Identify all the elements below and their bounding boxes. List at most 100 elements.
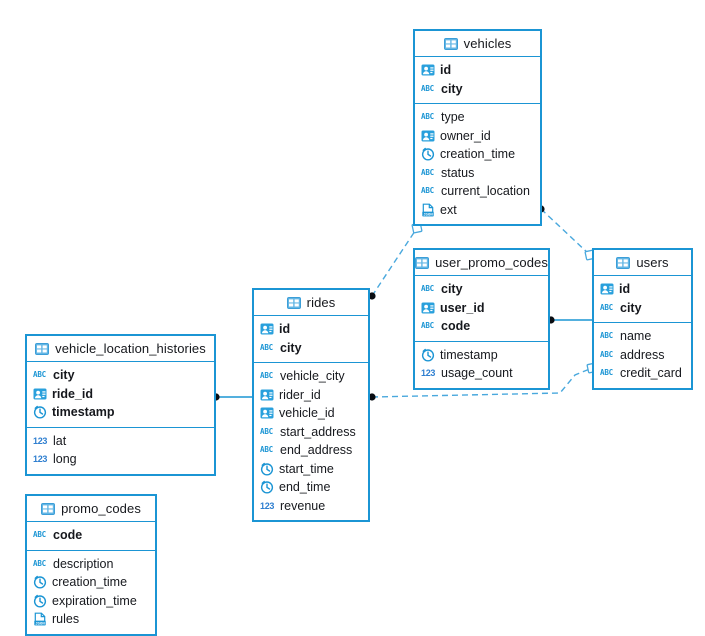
id-card-icon xyxy=(260,406,274,420)
field-name: timestamp xyxy=(440,347,498,362)
field-name: credit_card xyxy=(620,366,682,381)
abc-icon: ABC xyxy=(33,530,46,540)
field-row-promo_codes-expiration_time[interactable]: expiration_time xyxy=(27,592,155,611)
table-header-promo_codes[interactable]: promo_codes xyxy=(27,496,155,522)
field-row-user_promo_codes-timestamp[interactable]: timestamp xyxy=(415,346,548,365)
clock-icon xyxy=(33,575,47,589)
abc-icon: ABC xyxy=(421,321,434,331)
field-row-vehicles-id[interactable]: id xyxy=(415,61,540,80)
abc-icon: ABC xyxy=(421,167,434,177)
field-row-vehicles-owner_id[interactable]: owner_id xyxy=(415,127,540,146)
field-row-rides-rider_id[interactable]: rider_id xyxy=(254,386,368,405)
table-icon xyxy=(443,37,458,50)
field-row-users-credit_card[interactable]: ABC credit_card xyxy=(594,364,691,383)
table-header-user_promo_codes[interactable]: user_promo_codes xyxy=(415,250,548,276)
table-header-users[interactable]: users xyxy=(594,250,691,276)
table-header-vehicle_location_histories[interactable]: vehicle_location_histories xyxy=(27,336,214,362)
field-row-rides-start_time[interactable]: start_time xyxy=(254,460,368,479)
table-header-rides[interactable]: rides xyxy=(254,290,368,316)
field-name: city xyxy=(441,81,463,96)
table-title: vehicle_location_histories xyxy=(55,341,206,356)
field-row-promo_codes-code[interactable]: ABC code xyxy=(27,526,155,545)
abc-icon: ABC xyxy=(260,426,273,436)
field-row-user_promo_codes-code[interactable]: ABC code xyxy=(415,317,548,336)
field-name: address xyxy=(620,347,665,362)
field-name: vehicle_id xyxy=(279,406,335,421)
field-row-vehicles-status[interactable]: ABC status xyxy=(415,164,540,183)
relationship-user_promo_codes-users[interactable] xyxy=(547,316,592,324)
abc-icon: ABC xyxy=(600,331,613,341)
clock-icon xyxy=(260,462,274,476)
field-name: status xyxy=(441,165,475,180)
id-card-icon xyxy=(600,282,614,296)
field-name: start_address xyxy=(280,424,356,439)
field-row-vehicles-type[interactable]: ABC type xyxy=(415,108,540,127)
abc-icon: ABC xyxy=(421,83,434,93)
table-icon xyxy=(35,342,50,355)
field-row-rides-vehicle_id[interactable]: vehicle_id xyxy=(254,404,368,423)
field-row-user_promo_codes-user_id[interactable]: user_id xyxy=(415,299,548,318)
json-icon: JSON xyxy=(421,203,435,217)
table-header-vehicles[interactable]: vehicles xyxy=(415,31,540,57)
field-row-vehicles-city[interactable]: ABC city xyxy=(415,80,540,99)
field-row-rides-start_address[interactable]: ABC start_address xyxy=(254,423,368,442)
relationship-vehicle_location_histories-rides[interactable] xyxy=(212,393,252,401)
field-row-rides-id[interactable]: id xyxy=(254,320,368,339)
field-row-rides-end_time[interactable]: end_time xyxy=(254,478,368,497)
field-row-vehicles-creation_time[interactable]: creation_time xyxy=(415,145,540,164)
abc-icon: ABC xyxy=(600,302,613,312)
field-name: revenue xyxy=(280,498,326,513)
field-row-vehicle_location_histories-ride_id[interactable]: ride_id xyxy=(27,385,214,404)
field-row-promo_codes-creation_time[interactable]: creation_time xyxy=(27,573,155,592)
field-name: end_time xyxy=(279,480,331,495)
table-icon xyxy=(286,296,301,309)
field-name: name xyxy=(620,329,652,344)
abc-icon: ABC xyxy=(421,112,434,122)
id-card-icon xyxy=(33,387,47,401)
field-name: code xyxy=(441,319,471,334)
abc-icon: ABC xyxy=(600,368,613,378)
field-name: id xyxy=(440,63,452,78)
field-name: id xyxy=(619,282,631,297)
table-title: users xyxy=(636,255,669,270)
abc-icon: ABC xyxy=(33,370,46,380)
field-row-vehicle_location_histories-timestamp[interactable]: timestamp xyxy=(27,403,214,422)
field-name: timestamp xyxy=(52,405,115,420)
id-card-icon xyxy=(260,388,274,402)
field-name: creation_time xyxy=(52,575,128,590)
abc-icon: ABC xyxy=(260,342,273,352)
field-name: type xyxy=(441,110,465,125)
field-row-users-name[interactable]: ABC name xyxy=(594,327,691,346)
field-row-users-id[interactable]: id xyxy=(594,280,691,299)
field-name: long xyxy=(53,452,77,467)
field-name: code xyxy=(53,528,83,543)
abc-icon: ABC xyxy=(33,558,46,568)
